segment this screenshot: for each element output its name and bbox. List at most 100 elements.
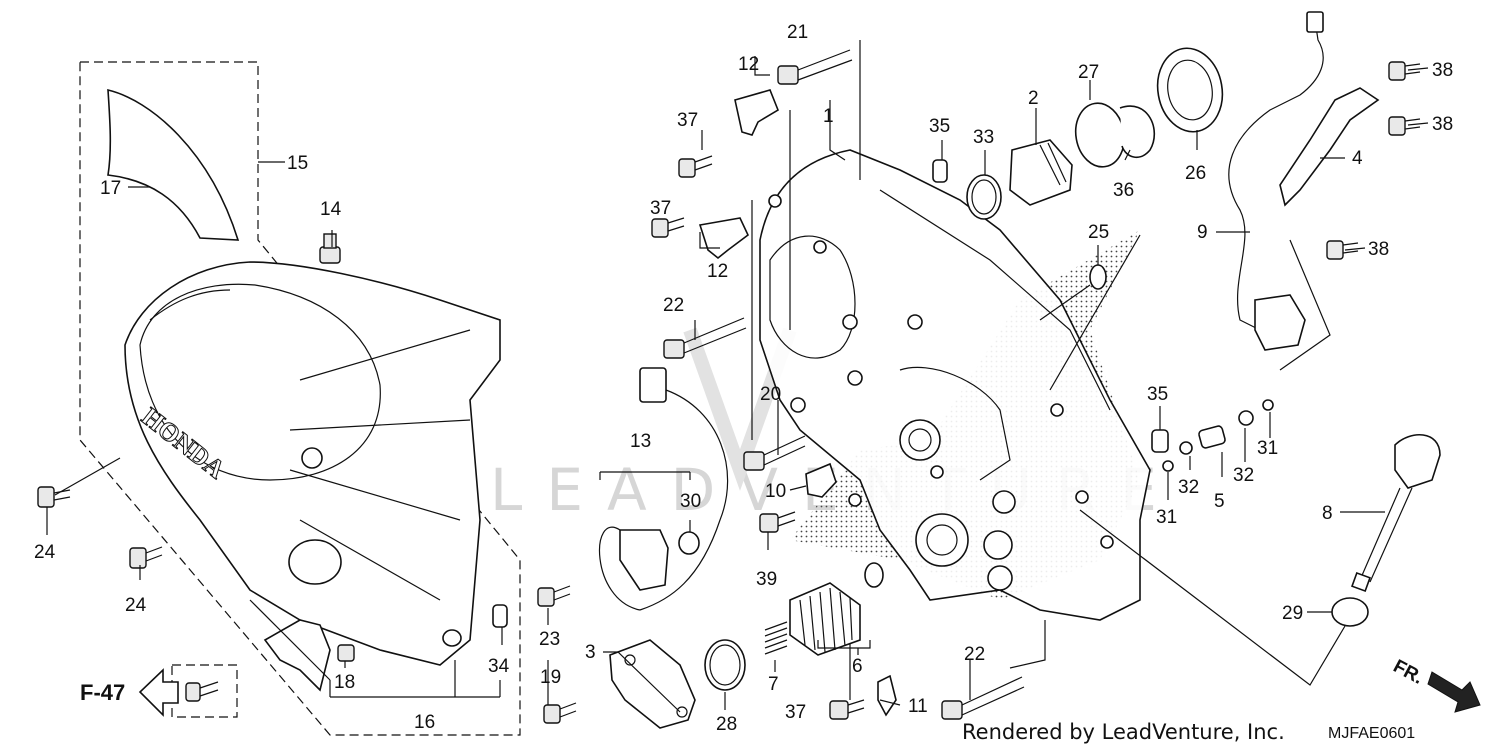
cover-hole-3 <box>842 314 858 330</box>
callout-37-lower: 37 <box>785 702 806 723</box>
callout-22-upper: 22 <box>663 295 684 316</box>
bolt-38-top[interactable] <box>1388 61 1421 81</box>
bolt-22-upper[interactable] <box>663 317 747 359</box>
bolt-39[interactable] <box>759 511 796 533</box>
harness-9[interactable] <box>1228 19 1324 331</box>
callout-38-top: 38 <box>1432 60 1453 81</box>
callout-12-upper: 12 <box>738 54 759 75</box>
callout-1: 1 <box>823 106 834 127</box>
callout-19: 19 <box>540 667 561 688</box>
bolt-37-middle[interactable] <box>651 217 685 238</box>
cover-oil-window <box>288 539 342 585</box>
sensor-9[interactable] <box>1254 294 1306 351</box>
cover-boss <box>301 447 323 469</box>
cover-port-c <box>992 490 1016 514</box>
washer-32-b[interactable] <box>1238 410 1254 426</box>
cover-fins <box>289 329 471 601</box>
bolt-38-lower[interactable] <box>1326 240 1359 260</box>
callout-14: 14 <box>320 199 342 220</box>
callout-30: 30 <box>680 491 701 512</box>
oring-33-inner <box>971 179 997 215</box>
callout-15: 15 <box>287 153 308 174</box>
cover-dome-ridge <box>149 289 231 321</box>
right-parts: FR. <box>1079 11 1481 713</box>
callout-9: 9 <box>1197 222 1208 243</box>
oring-29-leader <box>1079 509 1346 686</box>
cover-hole-6 <box>1075 490 1089 504</box>
washer-31-a[interactable] <box>1162 460 1174 472</box>
cover-upper-rib <box>879 189 1111 411</box>
bolt-38-middle[interactable] <box>1388 116 1421 136</box>
bolt-23[interactable] <box>537 585 571 607</box>
bearing-group <box>932 43 1229 391</box>
front-direction-arrow <box>1427 671 1481 713</box>
cover-port-b <box>987 565 1013 591</box>
washer-25[interactable] <box>1089 264 1107 290</box>
oring-6[interactable] <box>864 562 884 588</box>
bolt-20[interactable] <box>743 435 806 471</box>
snap-ring-36[interactable] <box>1119 105 1155 158</box>
callout-7: 7 <box>768 674 779 695</box>
dowel-35-upper[interactable] <box>932 159 948 183</box>
cover-insulator-plate[interactable] <box>107 88 240 241</box>
oring-28[interactable] <box>704 639 746 691</box>
bolt-24-upper[interactable] <box>37 486 71 508</box>
cover-hole-7 <box>1100 535 1114 549</box>
callout-11: 11 <box>908 696 928 717</box>
bolt-37-lower[interactable] <box>829 699 865 720</box>
dipstick-8-shaft[interactable] <box>1359 487 1413 583</box>
harness-9-connector[interactable] <box>1306 11 1324 33</box>
bolt-22-lower[interactable] <box>941 676 1025 720</box>
plate-10[interactable] <box>805 462 837 498</box>
bolt-14-head <box>323 233 337 249</box>
pin-5[interactable] <box>1198 425 1226 449</box>
callout-20: 20 <box>760 384 781 405</box>
cover-hole-9 <box>930 465 944 479</box>
bolt-24-lower[interactable] <box>129 546 163 569</box>
housing-2[interactable] <box>1009 139 1073 206</box>
crankcase-cover-group <box>759 40 1151 700</box>
callout-12-lower: 12 <box>707 261 728 282</box>
bracket-12-lower[interactable] <box>698 217 750 260</box>
spring-7[interactable] <box>764 621 788 655</box>
sensor-9-leader <box>1279 239 1331 371</box>
oring-30[interactable] <box>678 531 700 555</box>
washer-32-a[interactable] <box>1179 441 1193 455</box>
cover-lower-bracket[interactable] <box>263 619 331 692</box>
nut-18[interactable] <box>337 644 355 662</box>
bearing-26-inner <box>1167 59 1213 121</box>
dipstick-8-tip <box>1351 572 1371 592</box>
dipstick-8-cap[interactable] <box>1394 433 1441 489</box>
sensor-lead-loop <box>598 526 641 611</box>
sensor-group <box>537 367 1025 729</box>
callout-23: 23 <box>539 629 560 650</box>
bracket-4[interactable] <box>1279 87 1380 207</box>
callout-24-upper: 24 <box>34 542 56 563</box>
bearing-26[interactable] <box>1151 43 1229 137</box>
dowel-34[interactable] <box>492 604 508 628</box>
dowel-35-lower[interactable] <box>1151 429 1169 453</box>
bracket-12-upper[interactable] <box>734 89 779 136</box>
cover-3[interactable] <box>609 639 696 729</box>
bolt-19[interactable] <box>543 702 577 724</box>
washer-31-b[interactable] <box>1262 399 1274 411</box>
bolt-21[interactable] <box>777 49 853 85</box>
cover-3-hole-2 <box>676 706 688 718</box>
bolt-37-upper[interactable] <box>678 155 713 178</box>
bolt-14[interactable] <box>319 246 341 264</box>
callout-24-lower: 24 <box>125 595 147 616</box>
cover-lower-rib <box>899 366 1011 481</box>
callout-6: 6 <box>852 656 863 677</box>
cover-hole-2 <box>847 370 863 386</box>
cover-hole-10 <box>768 194 782 208</box>
oil-filter-6[interactable] <box>789 582 861 656</box>
right-crankcase-cover[interactable] <box>759 149 1151 621</box>
clip-11[interactable] <box>877 674 897 717</box>
oring-29[interactable] <box>1331 597 1369 627</box>
bolt-f47[interactable] <box>185 681 219 702</box>
sensor-body[interactable] <box>619 529 669 591</box>
callout-37-upper: 37 <box>677 110 698 131</box>
sensor-wire <box>639 389 729 611</box>
sensor-connector[interactable] <box>639 367 667 403</box>
